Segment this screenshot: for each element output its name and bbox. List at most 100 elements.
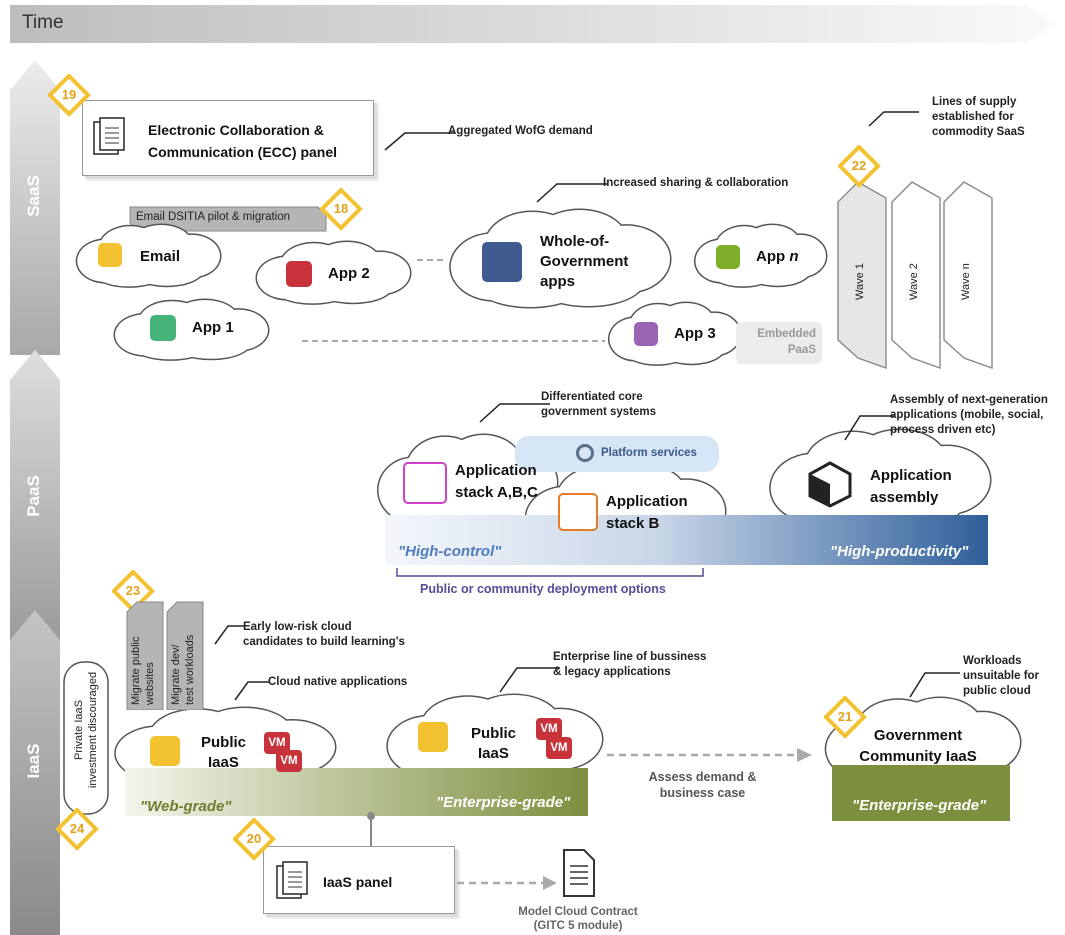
public-iaas-2-line2: IaaS (478, 745, 509, 762)
enterprise-grade-label: "Enterprise-grade" (436, 794, 571, 811)
vm-badge: VM (264, 732, 290, 754)
stack-abc-line1: Application (455, 462, 537, 479)
database-icon (418, 722, 448, 752)
callout-line (384, 132, 455, 151)
deployment-label: Public or community deployment options (420, 582, 666, 596)
assembly-line1: Application (870, 467, 952, 484)
marker-21-label: 21 (837, 709, 853, 724)
marker-19-label: 19 (61, 87, 77, 102)
wog-line1: Whole-of- (540, 233, 610, 250)
platform-services-label: Platform services (601, 447, 697, 459)
layer-axis (10, 60, 60, 935)
annotation-workloads-1: Workloads (963, 655, 1022, 667)
wog-apps-icon (482, 242, 522, 282)
annotation-supply-1: Lines of supply (932, 96, 1017, 108)
cloud-app-n (693, 223, 828, 288)
app-n-icon (716, 245, 740, 269)
annotation-differentiated-2: government systems (541, 406, 657, 418)
stack-abc-line2: stack A,B,C (455, 484, 538, 501)
marker-20-label: 20 (246, 831, 262, 846)
migrate-tags (126, 601, 204, 710)
time-axis-arrow (10, 5, 1058, 43)
marker-22-label: 22 (851, 158, 867, 173)
wave-1-label: Wave 1 (854, 263, 866, 300)
annotation-cloud-native: Cloud native applications (268, 676, 408, 688)
callout-line (844, 415, 895, 441)
contract-document-icon (563, 849, 595, 897)
deployment-bracket (396, 568, 704, 577)
callout-line (214, 625, 246, 645)
embedded-line2: PaaS (787, 344, 816, 356)
waves (837, 181, 993, 369)
app2-label: App 2 (328, 265, 370, 282)
gov-iaas-line1: Government (873, 727, 963, 744)
callout-line (479, 403, 550, 423)
marker-18-label: 18 (333, 201, 349, 216)
annotation-supply-2: established for (932, 111, 1014, 123)
iaas-panel-label: IaaS panel (323, 874, 393, 890)
public-iaas-1-line2: IaaS (208, 754, 239, 771)
email-pilot-label: Email DSITIA pilot & migration (136, 211, 291, 223)
ecc-line2: Communication (ECC) panel (148, 144, 338, 160)
wave-2-label: Wave 2 (908, 263, 920, 300)
database-icon (150, 736, 180, 766)
high-productivity-label: "High-productivity" (830, 543, 969, 560)
public-iaas-2-line1: Public (471, 725, 517, 742)
layer-label-saas: SaaS (24, 175, 43, 217)
assess-arrow (607, 748, 812, 762)
email-label: Email (140, 248, 181, 265)
wog-line3: apps (540, 273, 576, 290)
dashed-connector (302, 340, 605, 342)
annotation-sharing: Increased sharing & collaboration (603, 177, 789, 189)
gear-icon (576, 444, 594, 462)
gov-grade-label: "Enterprise-grade" (852, 797, 987, 814)
marker-24-label: 24 (69, 821, 85, 836)
marker-23-label: 23 (125, 583, 141, 598)
assembly-line2: assembly (870, 489, 939, 506)
annotation-workloads-2: unsuitable for (963, 670, 1040, 682)
migrate-dev-label: Migrate dev/test workloads (170, 634, 196, 705)
public-iaas-1-line1: Public (201, 734, 247, 751)
gov-iaas-line2: Community IaaS (859, 748, 977, 765)
vm-badge: VM (536, 718, 562, 740)
app1-label: App 1 (192, 319, 234, 336)
callout-line (499, 667, 560, 693)
annotation-assembly-2: applications (mobile, social, (890, 409, 1044, 421)
email-pilot-tag (129, 206, 327, 232)
callout-line (536, 183, 607, 203)
contract-arrow (457, 876, 557, 890)
private-iaas-capsule (63, 661, 109, 815)
iaas-green-bar (125, 768, 588, 816)
annotation-early-2: candidates to build learning's (243, 636, 405, 648)
annotation-supply-3: commodity SaaS (932, 126, 1025, 138)
wave-n-label: Wave n (960, 263, 972, 300)
document-icon (93, 117, 125, 155)
time-label: Time (22, 12, 64, 33)
assess-line1: Assess demand & (648, 770, 757, 784)
high-control-label: "High-control" (398, 543, 502, 560)
web-grade-label: "Web-grade" (140, 798, 232, 815)
app2-icon (286, 261, 312, 287)
callout-line (868, 111, 919, 127)
gov-green-bar (832, 765, 1010, 821)
paas-gradient-bar (385, 515, 988, 565)
stack-b-line1: Application (606, 493, 688, 510)
stack-b-line2: stack B (606, 515, 660, 532)
stack-b-icon (558, 493, 598, 531)
app-n-label: App n (756, 248, 799, 265)
embedded-paas-tag (736, 322, 822, 364)
annotation-differentiated-1: Differentiated core (541, 391, 643, 403)
annotation-assembly-3: process driven etc) (890, 424, 996, 436)
annotation-assembly-1: Assembly of next-generation (890, 394, 1048, 406)
email-app-icon (98, 243, 122, 267)
annotation-early-1: Early low-risk cloud (243, 621, 352, 633)
layer-label-paas: PaaS (24, 475, 43, 517)
stack-abc-icon (403, 462, 447, 504)
document-icon (276, 861, 308, 899)
annotation-aggregated: Aggregated WofG demand (448, 125, 593, 137)
annotation-enterprise-2: & legacy applications (553, 666, 671, 678)
dashed-connector (417, 259, 443, 261)
callout-line (909, 672, 960, 698)
